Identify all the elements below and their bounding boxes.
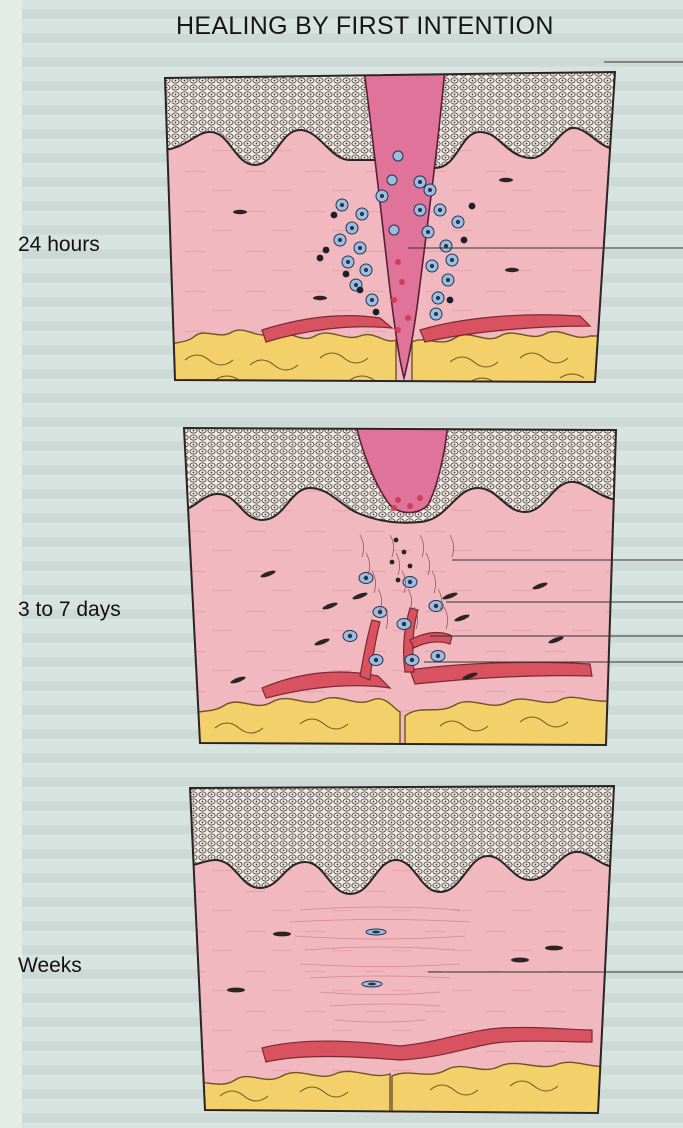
inflammatory-cell — [393, 151, 403, 161]
red-blood-cell — [407, 503, 413, 509]
neutrophil — [331, 212, 338, 219]
neutrophil — [357, 287, 364, 294]
cell-nucleus — [364, 268, 368, 272]
cell-nucleus — [340, 203, 344, 207]
fibroblast-nucleus — [499, 178, 513, 182]
neutrophil — [343, 271, 350, 278]
red-blood-cell — [417, 495, 423, 501]
neutrophil — [461, 237, 468, 244]
cell-debris — [396, 578, 401, 583]
cell-nucleus — [430, 264, 434, 268]
cell-nucleus — [428, 188, 432, 192]
cell-nucleus — [360, 212, 364, 216]
cell-nucleus — [456, 220, 460, 224]
fibroblast-nucleus — [505, 268, 519, 272]
cell-nucleus — [350, 226, 354, 230]
fibroblast-nucleus — [511, 958, 529, 963]
fat-layer — [160, 330, 396, 400]
cell-nucleus — [438, 208, 442, 212]
cell-nucleus — [436, 296, 440, 300]
cell-nucleus — [450, 258, 454, 262]
cell-nucleus — [446, 278, 450, 282]
cell-nucleus — [364, 576, 368, 580]
cell-debris — [394, 538, 399, 543]
fibroblast-nucleus — [545, 946, 563, 951]
cell-debris — [390, 560, 395, 565]
red-blood-cell — [395, 497, 401, 503]
cell-debris — [402, 550, 407, 555]
fibroblast-nucleus — [233, 210, 247, 214]
neutrophil — [317, 255, 324, 262]
cell-nucleus — [346, 260, 350, 264]
cell-nucleus — [444, 244, 448, 248]
inflammatory-cell — [387, 175, 397, 185]
cell-nucleus — [374, 658, 378, 662]
cell-nucleus — [368, 983, 376, 986]
cell-nucleus — [370, 298, 374, 302]
fibroblast-nucleus — [313, 296, 327, 300]
cell-nucleus — [358, 246, 362, 250]
fibroblast-nucleus — [227, 988, 245, 993]
cell-nucleus — [434, 604, 438, 608]
tissue-block-24-hours — [150, 54, 683, 400]
neutrophil — [447, 297, 454, 304]
red-blood-cell — [405, 315, 411, 321]
cell-nucleus — [348, 634, 352, 638]
stage-label-weeks: Weeks — [18, 954, 82, 978]
stage-label-24-hours: 24 hours — [18, 233, 100, 257]
tissue-block-weeks — [180, 780, 683, 1120]
figure-title: HEALING BY FIRST INTENTION — [176, 12, 646, 41]
cell-nucleus — [354, 283, 358, 287]
cell-nucleus — [434, 312, 438, 316]
stage-label-3-to-7-days: 3 to 7 days — [18, 598, 121, 622]
cell-nucleus — [426, 230, 430, 234]
neutrophil — [323, 247, 330, 254]
fibroblast-nucleus — [273, 932, 291, 937]
red-blood-cell — [395, 259, 401, 265]
red-blood-cell — [391, 297, 397, 303]
tissue-block-3-to-7-days — [170, 420, 683, 760]
red-blood-cell — [395, 327, 401, 333]
neutrophil — [373, 309, 380, 316]
cell-nucleus — [338, 238, 342, 242]
cell-debris — [408, 564, 413, 569]
cell-nucleus — [436, 654, 440, 658]
red-blood-cell — [399, 279, 405, 285]
red-blood-cell — [391, 505, 397, 511]
inflammatory-cell — [389, 225, 399, 235]
cell-nucleus — [410, 658, 414, 662]
cell-nucleus — [402, 622, 406, 626]
cell-nucleus — [418, 180, 422, 184]
cell-nucleus — [408, 580, 412, 584]
cell-nucleus — [372, 931, 380, 934]
cell-nucleus — [418, 208, 422, 212]
neutrophil — [469, 203, 476, 210]
cell-nucleus — [380, 194, 384, 198]
